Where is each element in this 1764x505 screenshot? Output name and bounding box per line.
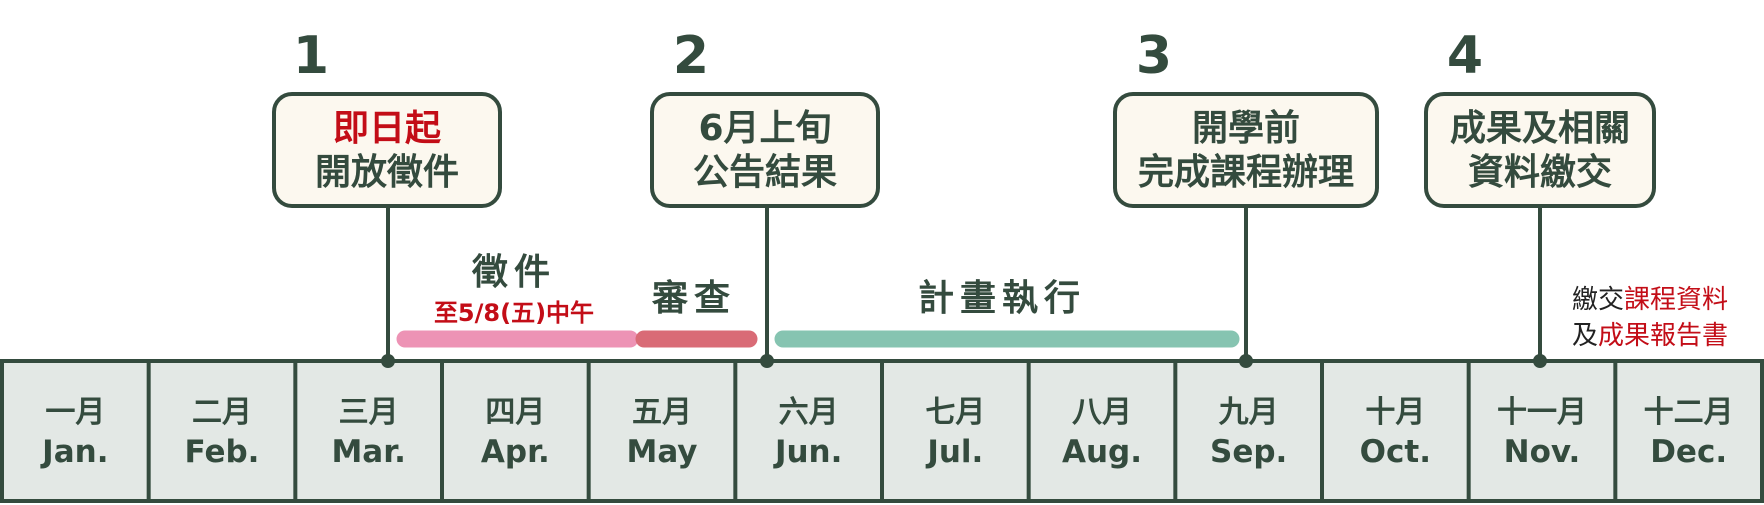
month-label-zh: 四月 xyxy=(485,395,545,430)
month-label-en: Nov. xyxy=(1504,434,1581,470)
phase-label: 徵件 xyxy=(471,252,556,293)
milestone-dot xyxy=(381,354,395,368)
month-label-en: Feb. xyxy=(185,434,260,470)
month-label-zh: 十一月 xyxy=(1497,395,1587,430)
month-label-en: May xyxy=(626,434,697,470)
phase-label: 計畫執行 xyxy=(918,278,1086,319)
month-label-zh: 六月 xyxy=(779,395,839,430)
milestone-number: 4 xyxy=(1447,26,1483,86)
month-label-en: Dec. xyxy=(1650,434,1727,470)
month-label-zh: 十月 xyxy=(1365,395,1425,430)
milestone-line2: 資料繳交 xyxy=(1468,151,1612,193)
phase-label: 審查 xyxy=(651,278,736,319)
milestone-box xyxy=(1424,92,1656,208)
final-note-line1: 繳交課程資料 xyxy=(1572,285,1728,315)
final-note-line2-prefix: 及 xyxy=(1572,321,1598,351)
month-label-en: Aug. xyxy=(1062,434,1142,470)
milestone-box xyxy=(650,92,880,208)
month-label-en: Mar. xyxy=(331,434,405,470)
milestone-number: 2 xyxy=(673,26,709,86)
month-label-zh: 八月 xyxy=(1072,395,1132,430)
month-row: 一月 Jan. 二月 Feb. 三月 Mar. 四月 Apr. 五月 May 六月 Jun. 七月 Jul… xyxy=(0,359,1764,503)
month-label-zh: 三月 xyxy=(339,395,399,430)
month-label-en: Jul. xyxy=(925,434,983,470)
milestone-line1: 開學前 xyxy=(1192,108,1300,149)
milestone-line2: 完成課程辦理 xyxy=(1138,152,1354,193)
milestone-box xyxy=(1113,92,1379,208)
milestone-box xyxy=(272,92,502,208)
month-label-en: Sep. xyxy=(1210,434,1287,470)
month-label-zh: 一月 xyxy=(45,395,105,430)
month-label-en: Jun. xyxy=(773,434,842,470)
milestone-line1: 6月上旬 xyxy=(698,108,831,149)
milestone-number: 3 xyxy=(1136,26,1172,86)
milestone-dot xyxy=(760,354,774,368)
milestone-number: 1 xyxy=(293,26,329,86)
month-label-zh: 五月 xyxy=(632,395,692,430)
milestone-line2: 公告結果 xyxy=(693,152,837,193)
milestone-line1: 即日起 xyxy=(333,108,442,149)
month-label-zh: 十二月 xyxy=(1644,395,1734,430)
month-label-en: Jan. xyxy=(40,434,108,470)
final-note-line1-highlight: 課程資料 xyxy=(1624,285,1728,315)
milestone-line1: 成果及相關 xyxy=(1450,108,1630,149)
milestone-dot xyxy=(1533,354,1547,368)
final-note-line1-prefix: 繳交 xyxy=(1572,285,1624,315)
final-note-line2: 及成果報告書 xyxy=(1572,321,1728,351)
month-label-zh: 九月 xyxy=(1219,395,1279,430)
month-label-zh: 七月 xyxy=(925,395,985,430)
month-label-en: Apr. xyxy=(481,434,550,470)
final-note-line2-highlight: 成果報告書 xyxy=(1598,321,1728,351)
month-label-en: Oct. xyxy=(1360,434,1431,470)
milestone-line2: 開放徵件 xyxy=(315,152,459,193)
month-label-zh: 二月 xyxy=(192,395,252,430)
phase-sublabel: 至5/8(五)中午 xyxy=(434,299,594,327)
milestone-dot xyxy=(1239,354,1253,368)
